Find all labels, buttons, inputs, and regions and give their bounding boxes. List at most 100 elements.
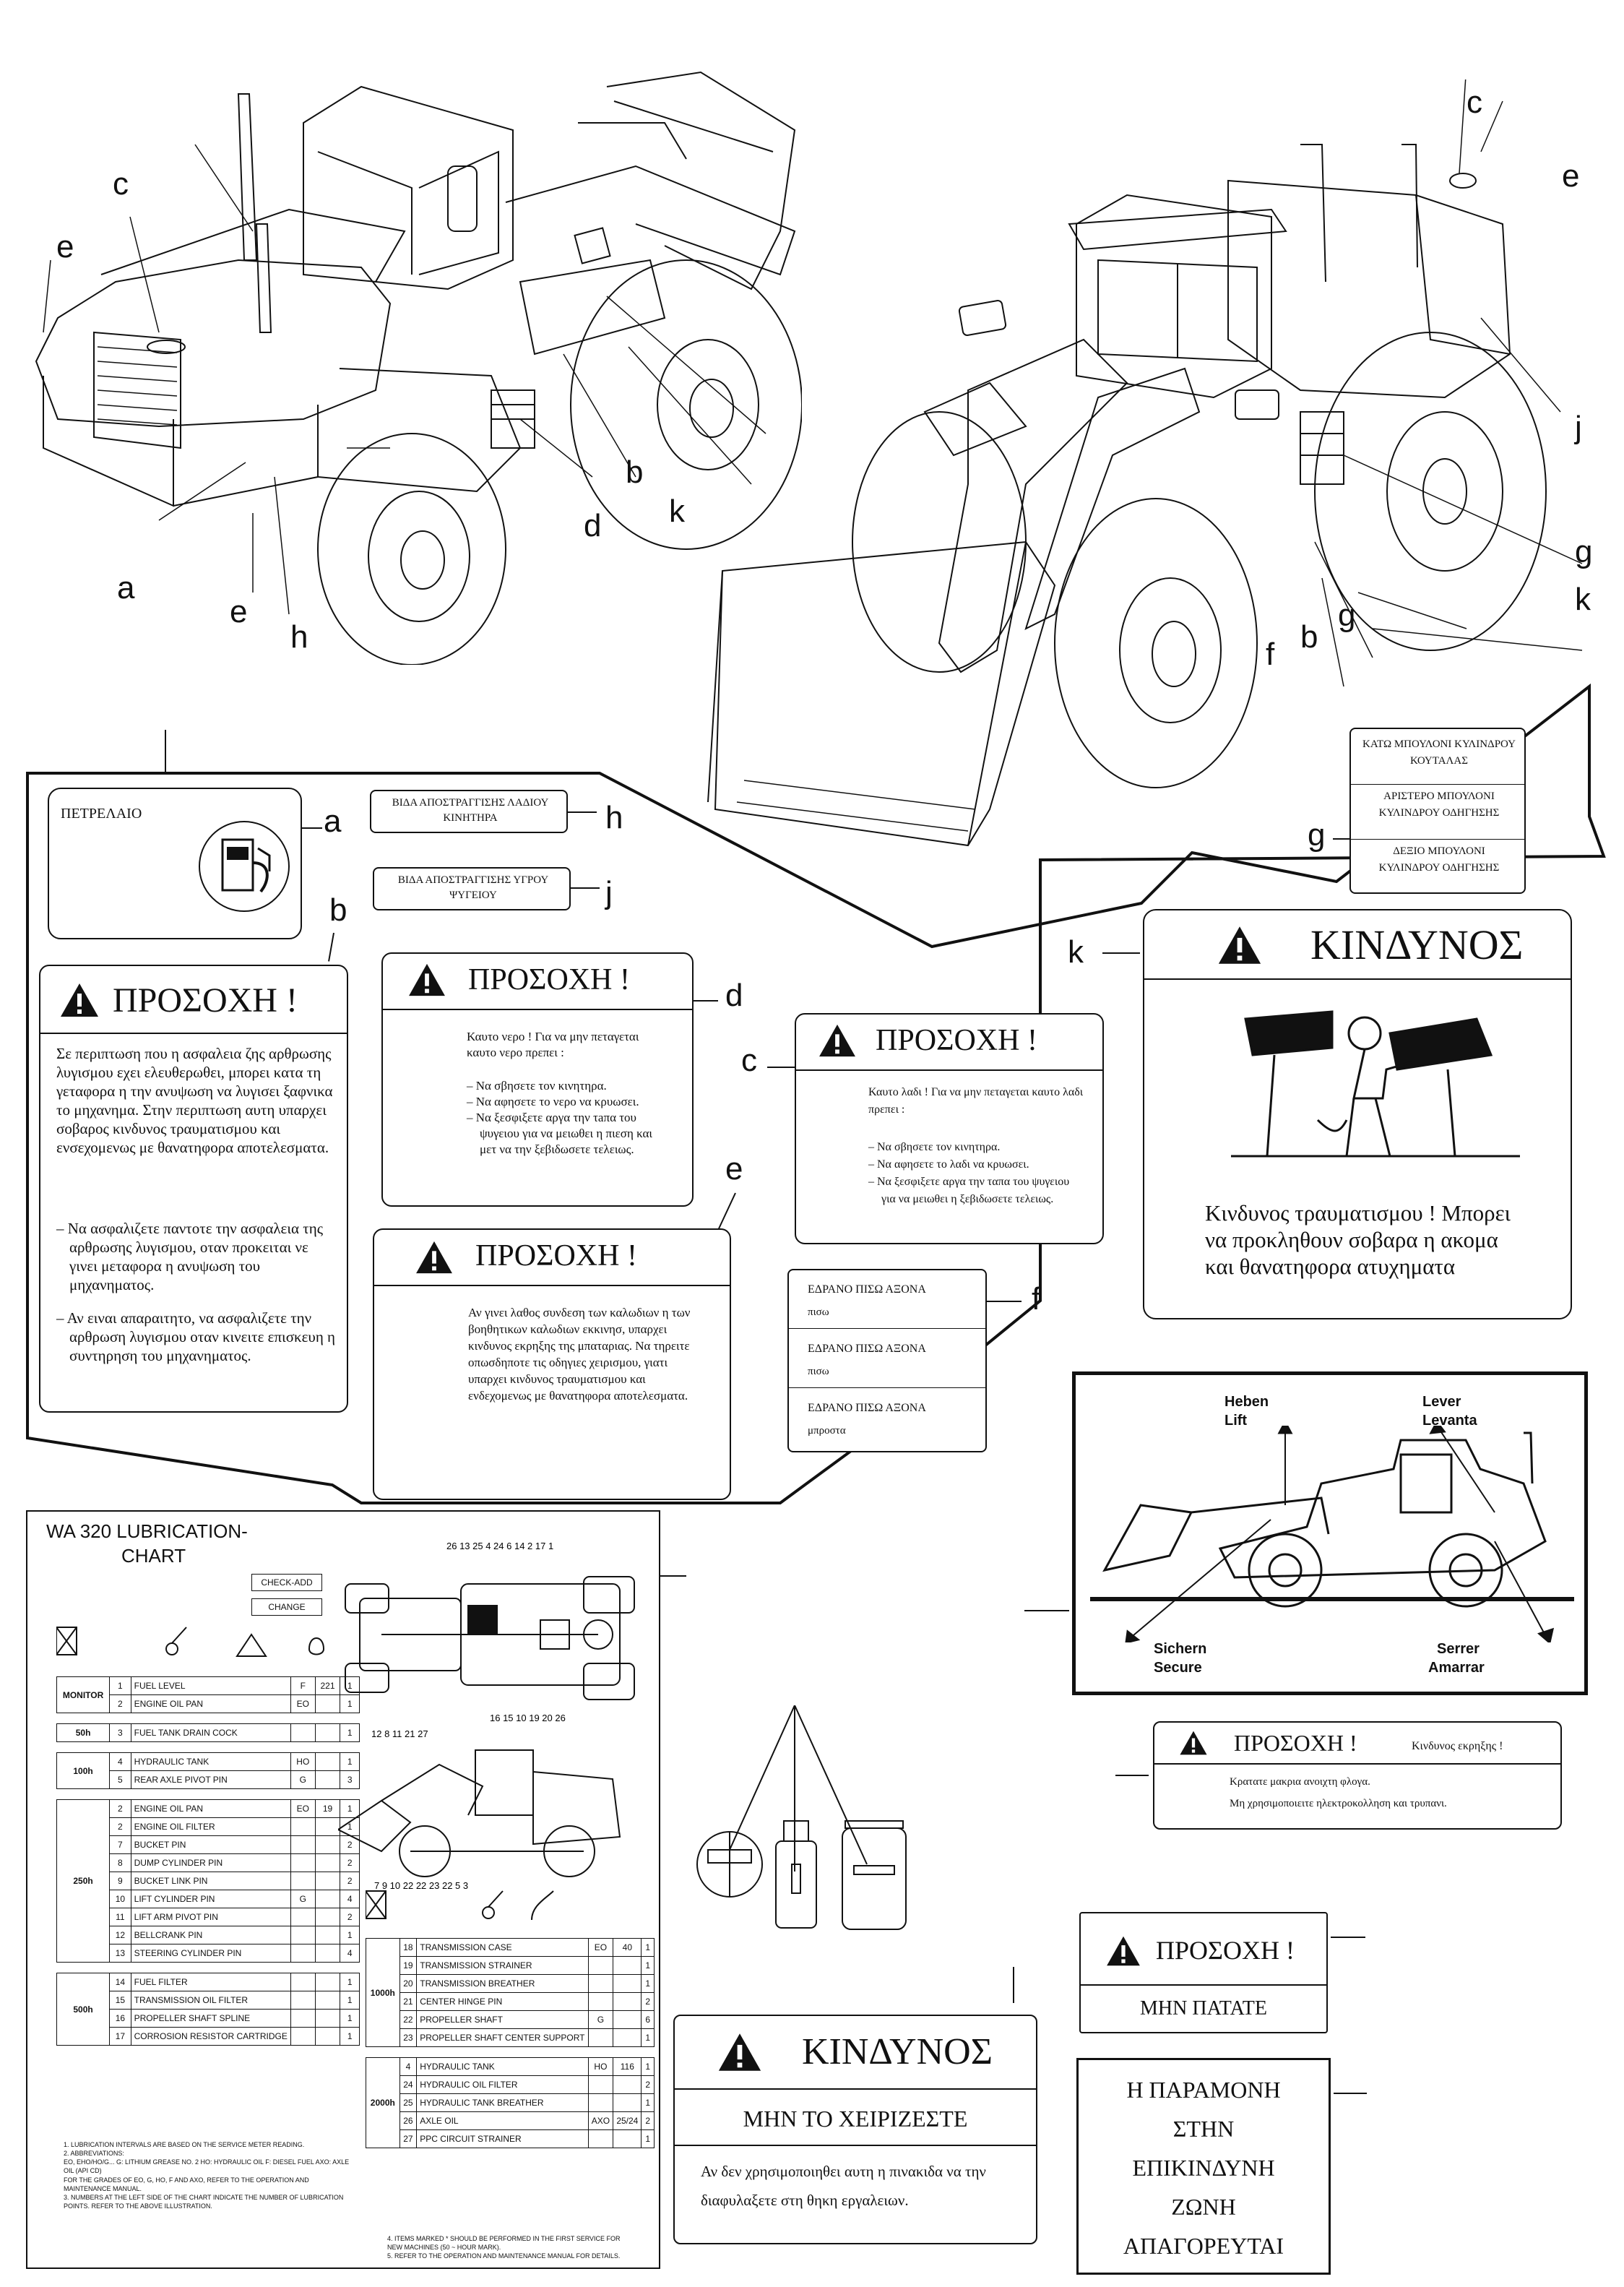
lube-item-qty — [613, 2028, 642, 2047]
label-k-title: ΚΙΝΔΥΝΟΣ — [1310, 921, 1524, 968]
lube-item-points: 2 — [340, 1872, 360, 1890]
chassis-top-view-diagram — [345, 1576, 635, 1700]
lube-item-name: LIFT CYLINDER PIN — [130, 1890, 291, 1908]
label-k-crush-danger: ΚΙΝΔΥΝΟΣ Κινδυνος τραυματισμου ! Μπορει … — [1143, 909, 1572, 1319]
lube-item-number: 10 — [109, 1890, 131, 1908]
lube-item-points: 2 — [641, 2111, 655, 2130]
lube-item-code: HO — [587, 2057, 614, 2076]
lube-item-points: 1 — [340, 2027, 360, 2046]
lube-item-name: LIFT ARM PIVOT PIN — [130, 1908, 291, 1926]
check-add-tag: CHECK-ADD — [251, 1574, 322, 1591]
callout-g2-right: g — [1338, 598, 1356, 633]
lube-note: EO, EHO/HO/G... G: LITHIUM GREASE NO. 2 … — [64, 2158, 350, 2175]
no-stay-line-4: ΖΩΝΗ — [1171, 2194, 1236, 2220]
lube-item-code — [290, 1908, 316, 1926]
lube-item-name: STEERING CYLINDER PIN — [130, 1944, 291, 1963]
leader-lift-label — [1024, 1610, 1069, 1611]
lube-interval: 250h — [56, 1799, 111, 1963]
lube-item-qty — [314, 1694, 341, 1713]
lube-interval: MONITOR — [56, 1676, 111, 1713]
label-e-battery-warning: ΠΡΟΣΟΧΗ ! Αν γινει λαθος συνδεση των καλ… — [373, 1228, 731, 1500]
secure-fr: Serrer — [1437, 1641, 1480, 1657]
lube-item-number: 9 — [109, 1872, 131, 1890]
label-d-title: ΠΡΟΣΟΧΗ ! — [468, 963, 630, 996]
label-c-item: Να σβησετε τον κινητηρα. — [868, 1139, 1085, 1156]
warning-triangle-icon — [1218, 926, 1261, 964]
lube-item-points: 6 — [641, 2010, 655, 2029]
lube-item-name: PROPELLER SHAFT SPLINE — [130, 2009, 291, 2028]
lube-item-code: EO — [290, 1694, 316, 1713]
lube-note: 1. LUBRICATION INTERVALS ARE BASED ON TH… — [64, 2141, 305, 2148]
lube-item-name: FUEL TANK DRAIN COCK — [130, 1723, 291, 1742]
lube-item-points: 1 — [340, 1752, 360, 1771]
label-c-letter: c — [741, 1043, 757, 1078]
leader-a — [302, 827, 322, 829]
lube-item-number: 21 — [399, 1992, 418, 2011]
lube-item-name: FUEL FILTER — [130, 1973, 291, 1991]
lube-item-name: ENGINE OIL PAN — [130, 1799, 291, 1818]
lift-secure-label: Heben Lift Lever Levanta Sichern Secure … — [1072, 1371, 1588, 1695]
lube-item-number: 2 — [109, 1817, 131, 1836]
lube-item-number: 14 — [109, 1973, 131, 1991]
callout-e-left: e — [56, 229, 74, 264]
label-g-item-2: ΑΡΙΣΤΕΡΟ ΜΠΟΥΛΟΝΙ ΚΥΛΙΝΔΡΟΥ ΟΔΗΓΗΣΗΣ — [1378, 791, 1500, 819]
no-stay-line-2: ΣΤΗΝ — [1172, 2116, 1235, 2142]
lube-item-name: BELLCRANK PIN — [130, 1926, 291, 1944]
lube-item-number: 23 — [399, 2028, 418, 2047]
loader-lift-points-icon — [1090, 1426, 1574, 1642]
lube-item-code — [290, 2009, 316, 2028]
lube-item-number: 18 — [399, 1938, 418, 1957]
lube-note: FOR THE GRADES OF EO, G, HO, F AND AXO, … — [64, 2176, 309, 2192]
label-c-list: Να σβησετε τον κινητηρα. Να αφησετε το λ… — [868, 1139, 1085, 1208]
lube-item-number: 20 — [399, 1974, 418, 1993]
lube-item-number: 5 — [109, 1770, 131, 1789]
callout-h-left: h — [290, 619, 308, 655]
label-c-item: Να αφησετε το λαδι να κρυωσει. — [868, 1156, 1085, 1173]
loader-side-view-diagram — [338, 1749, 621, 1877]
lube-item-name: HYDRAULIC TANK BREATHER — [416, 2093, 589, 2112]
label-f-row-3-title: ΕΔΡΑΝΟ ΠΙΣΩ ΑΞΟΝΑ — [808, 1402, 926, 1414]
fuel-pump-icon — [199, 821, 290, 912]
label-f-row-3-sub: μπροστα — [808, 1425, 846, 1437]
warning-triangle-icon — [61, 983, 98, 1017]
lube-item-code: EO — [587, 1938, 614, 1957]
explosion-title: ΠΡΟΣΟΧΗ ! — [1234, 1730, 1357, 1756]
no-operate-subtitle: ΜΗΝ ΤΟ ΧΕΙΡΙΖΕΣΤΕ — [743, 2106, 968, 2132]
loader-drawing-left — [35, 71, 802, 665]
lube-item-qty — [314, 1926, 341, 1944]
lube-item-code — [587, 2028, 614, 2047]
leader-h — [568, 811, 597, 813]
fuel-label-text: ΠΕΤΡΕΛΑΙΟ — [61, 806, 142, 822]
lube-item-number: 4 — [399, 2057, 418, 2076]
lube-note: 5. REFER TO THE OPERATION AND MAINTENANC… — [387, 2252, 621, 2260]
lube-item-number: 25 — [399, 2093, 418, 2112]
secure-en: Secure — [1154, 1660, 1202, 1676]
lube-item-number: 11 — [109, 1908, 131, 1926]
no-operate-body: Αν δεν χρησιμοποιηθει αυτη η πινακιδα να… — [701, 2163, 986, 2209]
lube-item-qty — [613, 1992, 642, 2011]
lube-item-points: 1 — [641, 2057, 655, 2076]
lube-item-number: 19 — [399, 1956, 418, 1975]
callout-k-left: k — [669, 494, 685, 529]
lube-item-points: 2 — [340, 1835, 360, 1854]
lube-item-points: 2 — [340, 1853, 360, 1872]
lube-item-number: 1 — [109, 1676, 131, 1695]
lube-item-code — [587, 2129, 614, 2148]
lube-item-points: 3 — [340, 1770, 360, 1789]
leader-no-step — [1331, 1937, 1365, 1938]
lube-item-points: 1 — [641, 2093, 655, 2112]
callout-f-right: f — [1266, 637, 1275, 672]
lube-item-code: AXO — [587, 2111, 614, 2130]
lube-num-top: 26 13 25 4 24 6 14 2 17 1 — [446, 1541, 553, 1551]
lube-item-qty — [314, 1723, 341, 1742]
lube-item-qty: 25/24 — [613, 2111, 642, 2130]
lube-num-bottom: 16 15 10 19 20 26 — [490, 1713, 566, 1723]
